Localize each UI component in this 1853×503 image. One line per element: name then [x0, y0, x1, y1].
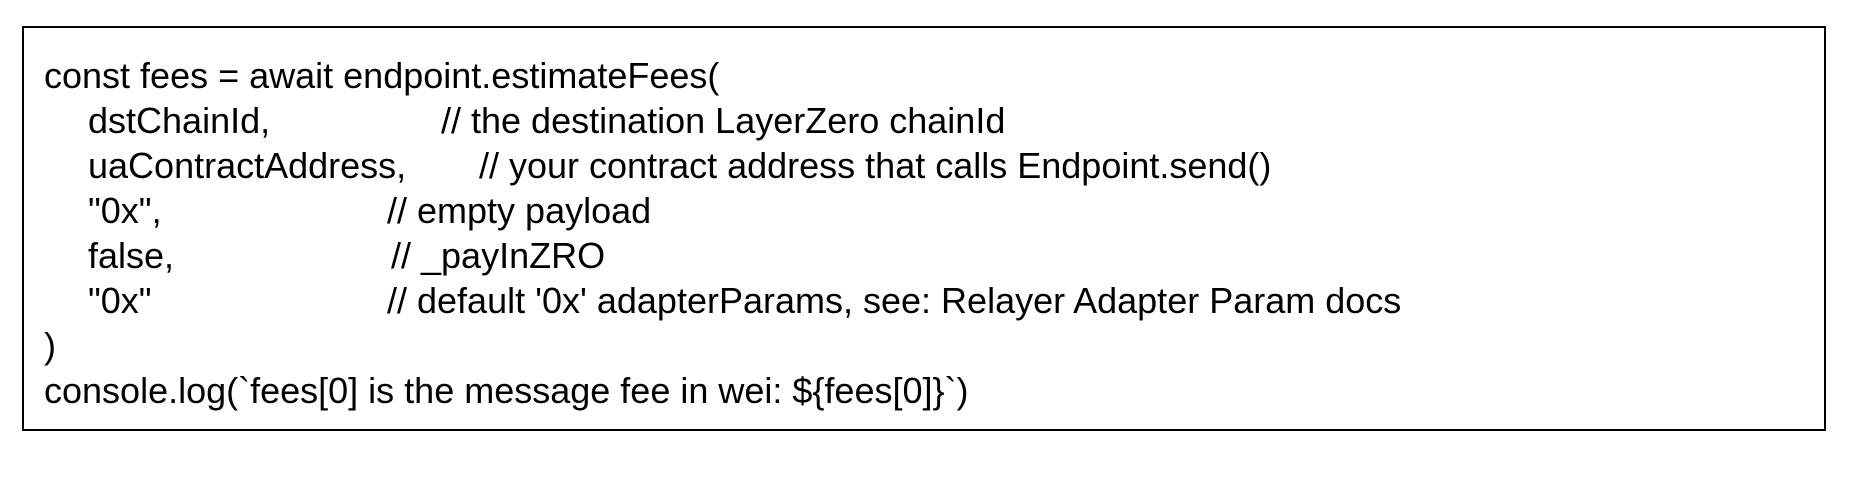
code-text: ): [44, 325, 56, 366]
code-text: "0x",: [88, 190, 162, 231]
code-line-7: ): [44, 323, 84, 368]
code-comment: // empty payload: [387, 190, 652, 231]
code-line-6: "0x" // default '0x' adapterParams, see:…: [88, 278, 1401, 323]
code-comment: // default '0x' adapterParams, see: Rela…: [387, 280, 1402, 321]
code-comment: // the destination LayerZero chainId: [441, 100, 1006, 141]
code-line-1: const fees = await endpoint.estimateFees…: [44, 53, 719, 98]
code-line-8: console.log(`fees[0] is the message fee …: [44, 368, 969, 413]
code-comment: // your contract address that calls Endp…: [479, 145, 1272, 186]
code-text: uaContractAddress,: [88, 145, 407, 186]
code-text: dstChainId,: [88, 100, 271, 141]
code-line-3: uaContractAddress, // your contract addr…: [88, 143, 1271, 188]
code-line-4: "0x", // empty payload: [88, 188, 651, 233]
code-text: "0x": [88, 280, 152, 321]
code-line-5: false, // _payInZRO: [88, 233, 605, 278]
code-line-2: dstChainId, // the destination LayerZero…: [88, 98, 1005, 143]
code-text: const fees = await endpoint.estimateFees…: [44, 55, 720, 96]
code-comment: // _payInZRO: [391, 235, 606, 276]
code-text: false,: [88, 235, 175, 276]
code-block: const fees = await endpoint.estimateFees…: [22, 26, 1826, 431]
code-text: console.log(`fees[0] is the message fee …: [44, 370, 969, 411]
